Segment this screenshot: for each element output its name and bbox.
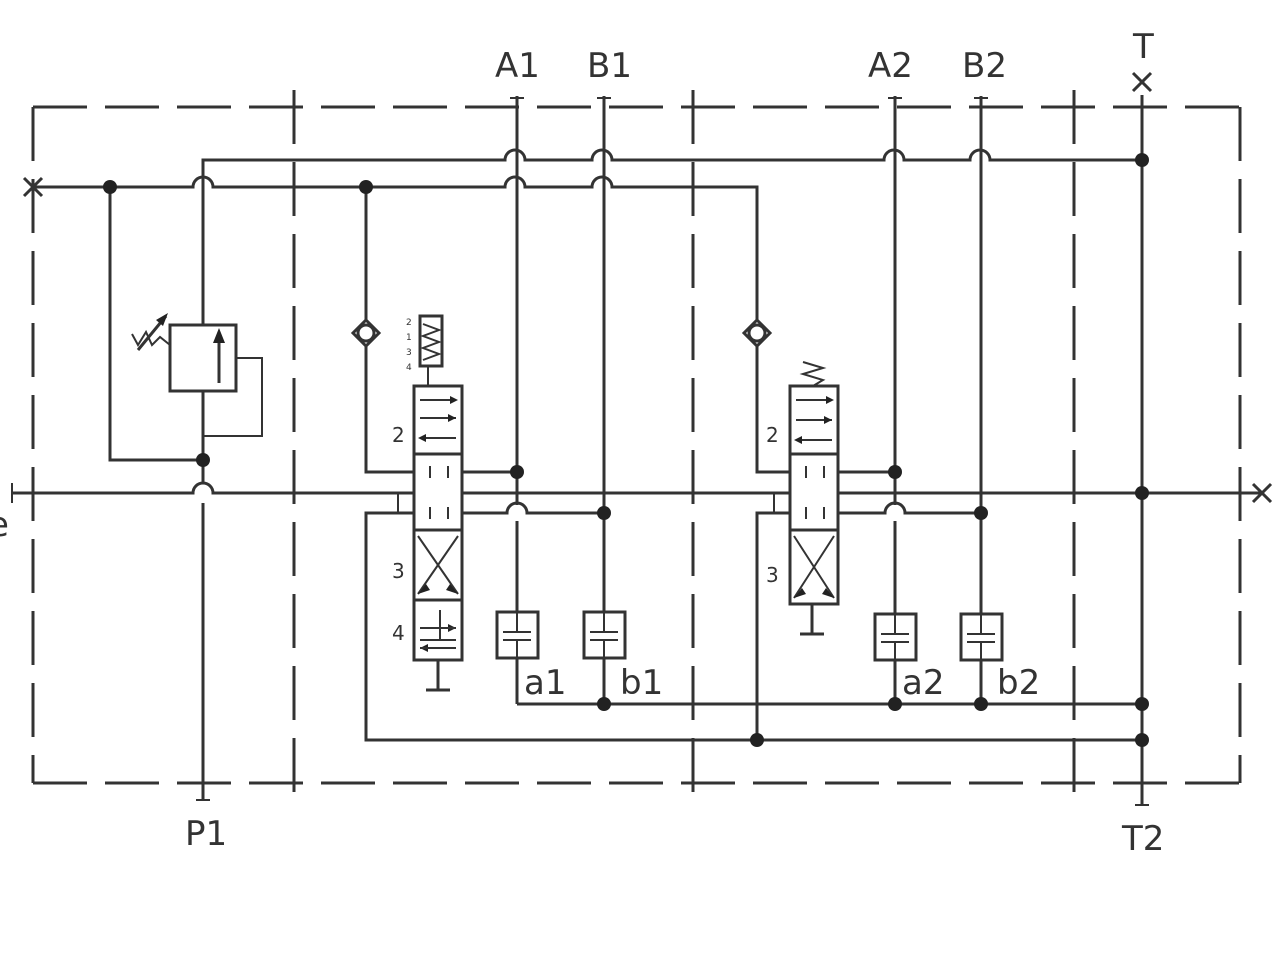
port-label-t: T [1132, 27, 1154, 67]
cartridge-b2-icon [959, 612, 1004, 662]
junction-dot [103, 180, 117, 194]
check-valve-2-icon [741, 317, 773, 349]
relief-valve-icon [131, 313, 263, 437]
valve1-position-2-label: 2 [392, 423, 405, 447]
junction-dot [510, 465, 524, 479]
junction-dot [1135, 153, 1149, 167]
plug-tank-icon [1131, 71, 1153, 93]
junction-dot [196, 453, 210, 467]
valve2-position-3-label: 3 [766, 563, 779, 587]
port-label-small-a1: a1 [524, 663, 566, 703]
junction-dot [1135, 697, 1149, 711]
cartridge-b1-icon [582, 610, 627, 660]
port-cartridges [495, 610, 1004, 662]
plug-left-icon [22, 176, 44, 198]
port-labels: A1 B1 A2 B2 T P1 T2 a1 b1 a2 b2 e [0, 27, 1164, 859]
closed-port-marks [22, 71, 1273, 504]
junction-dot [597, 697, 611, 711]
check-valve-1-icon [350, 317, 382, 349]
junction-dot [597, 506, 611, 520]
port-label-a2: A2 [868, 46, 913, 86]
port-label-p1: P1 [185, 814, 227, 854]
port-label-b2: B2 [962, 46, 1007, 86]
junction-dot [974, 697, 988, 711]
detent-label: 4 [406, 363, 412, 373]
spring-icon [799, 361, 827, 387]
detent-label: 2 [406, 318, 412, 328]
port-label-a1: A1 [495, 46, 540, 86]
detent-label: 1 [406, 333, 412, 343]
port-label-small-b2: b2 [997, 663, 1040, 703]
vertical-lines [11, 95, 1149, 806]
port-label-small-b1: b1 [620, 663, 663, 703]
section-boundaries [31, 90, 1242, 800]
junction-dot [359, 180, 373, 194]
junction-dot [888, 465, 902, 479]
directional-valve-1: 2 1 3 4 [392, 314, 464, 692]
junction-dot [750, 733, 764, 747]
junction-dots [103, 153, 1149, 747]
port-label-b1: B1 [587, 46, 632, 86]
valve1-position-3-label: 3 [392, 559, 405, 583]
junction-dot [974, 506, 988, 520]
junction-dot [888, 697, 902, 711]
cartridge-a2-icon [873, 612, 918, 662]
cartridge-a1-icon [495, 610, 540, 660]
port-label-t2: T2 [1121, 819, 1164, 859]
directional-valve-2: 2 3 [766, 361, 840, 636]
plug-right-icon [1251, 482, 1273, 504]
junction-dot [1135, 486, 1149, 500]
valve1-position-4-label: 4 [392, 621, 405, 645]
detent-label: 3 [406, 348, 412, 358]
valve2-position-2-label: 2 [766, 423, 779, 447]
junction-dot [1135, 733, 1149, 747]
port-label-left-edge: e [0, 505, 9, 545]
port-label-small-a2: a2 [902, 663, 944, 703]
detent-spring-icon: 2 1 3 4 [406, 314, 444, 386]
